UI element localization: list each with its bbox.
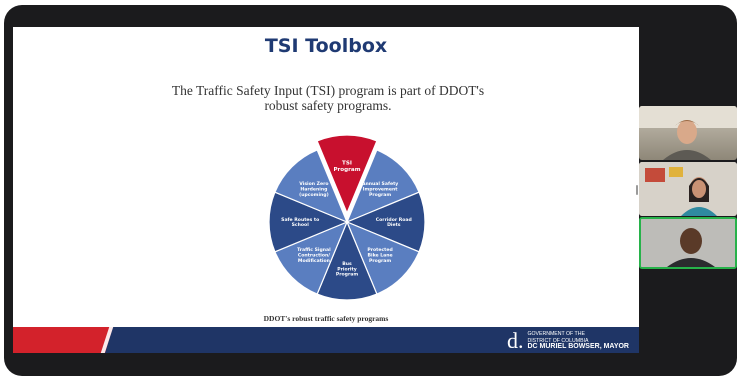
pie-slice: [345, 149, 420, 224]
participant-3-video: [641, 219, 735, 267]
slide-footer: d. GOVERNMENT OF THE DISTRICT OF COLUMBI…: [13, 327, 639, 353]
pie-slice: [274, 220, 349, 295]
logo-line-3: DC MURIEL BOWSER, MAYOR: [527, 343, 629, 350]
participant-2-video: [639, 162, 737, 216]
logo-text: GOVERNMENT OF THE DISTRICT OF COLUMBIA D…: [527, 331, 629, 351]
pie-slice: [345, 191, 426, 253]
participant-video-tile-1[interactable]: [639, 106, 737, 160]
ddot-logo: d. GOVERNMENT OF THE DISTRICT OF COLUMBI…: [506, 327, 629, 353]
panel-resize-handle[interactable]: [636, 185, 638, 195]
participant-video-tile-2[interactable]: [639, 162, 737, 216]
slide-title: TSI Toolbox: [264, 35, 388, 57]
footer-red-band: [13, 327, 113, 353]
pie-slice: [316, 220, 378, 301]
shared-slide: TSI Toolbox The Traffic Safety Input (TS…: [13, 27, 639, 353]
pie-caption: DDOT's robust traffic safety programs: [263, 314, 389, 323]
slide-subtitle: The Traffic Safety Input (TSI) program i…: [171, 83, 485, 113]
logo-letter: d.: [506, 327, 524, 353]
meeting-window: TSI Toolbox The Traffic Safety Input (TS…: [4, 5, 737, 376]
pie-slice: [274, 149, 349, 224]
pie-slice: [268, 191, 349, 253]
logo-line-1: GOVERNMENT OF THE: [527, 331, 585, 337]
pie-slice: [316, 134, 378, 215]
participant-video-tile-3-active[interactable]: [639, 217, 737, 269]
logo-line-2: DISTRICT OF COLUMBIA: [527, 337, 589, 344]
participant-1-video: [639, 106, 737, 160]
pie-slice: [345, 220, 420, 295]
